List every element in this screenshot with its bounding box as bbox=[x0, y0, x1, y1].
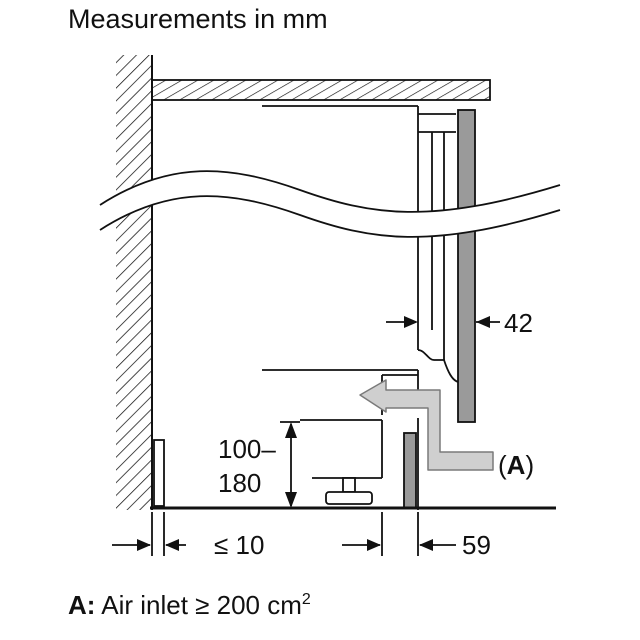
dimension-height bbox=[280, 421, 300, 508]
dimension-wall-gap bbox=[112, 512, 186, 556]
rear-plinth-block bbox=[153, 439, 165, 507]
legend-key: A: bbox=[68, 590, 95, 620]
callout-letter: A bbox=[507, 450, 526, 480]
break-line bbox=[99, 170, 561, 238]
dimension-59 bbox=[342, 512, 456, 556]
dimension-wall-gap-label: ≤ 10 bbox=[214, 530, 264, 560]
dimension-height-label-bottom: 180 bbox=[218, 468, 261, 498]
door-panel bbox=[457, 109, 476, 423]
dimension-42-label: 42 bbox=[504, 308, 533, 338]
dimension-42 bbox=[386, 316, 500, 328]
legend-line: A: Air inlet ≥ 200 cm2 bbox=[68, 590, 311, 620]
adjustable-foot bbox=[325, 477, 373, 505]
worktop bbox=[151, 79, 491, 101]
airflow-arrow bbox=[359, 379, 494, 471]
dimension-height-label-top: 100– bbox=[218, 434, 276, 464]
dimension-59-label: 59 bbox=[462, 530, 491, 560]
plinth-panel bbox=[403, 432, 417, 509]
legend-text: Air inlet ≥ 200 cm bbox=[95, 590, 301, 620]
callout-a: (A) bbox=[498, 450, 534, 480]
legend-superscript: 2 bbox=[302, 591, 311, 608]
appliance-body bbox=[262, 105, 459, 383]
page-title: Measurements in mm bbox=[68, 4, 328, 34]
callout-open-paren: ( bbox=[498, 450, 507, 480]
side-wall bbox=[116, 55, 153, 510]
callout-close-paren: ) bbox=[525, 450, 534, 480]
